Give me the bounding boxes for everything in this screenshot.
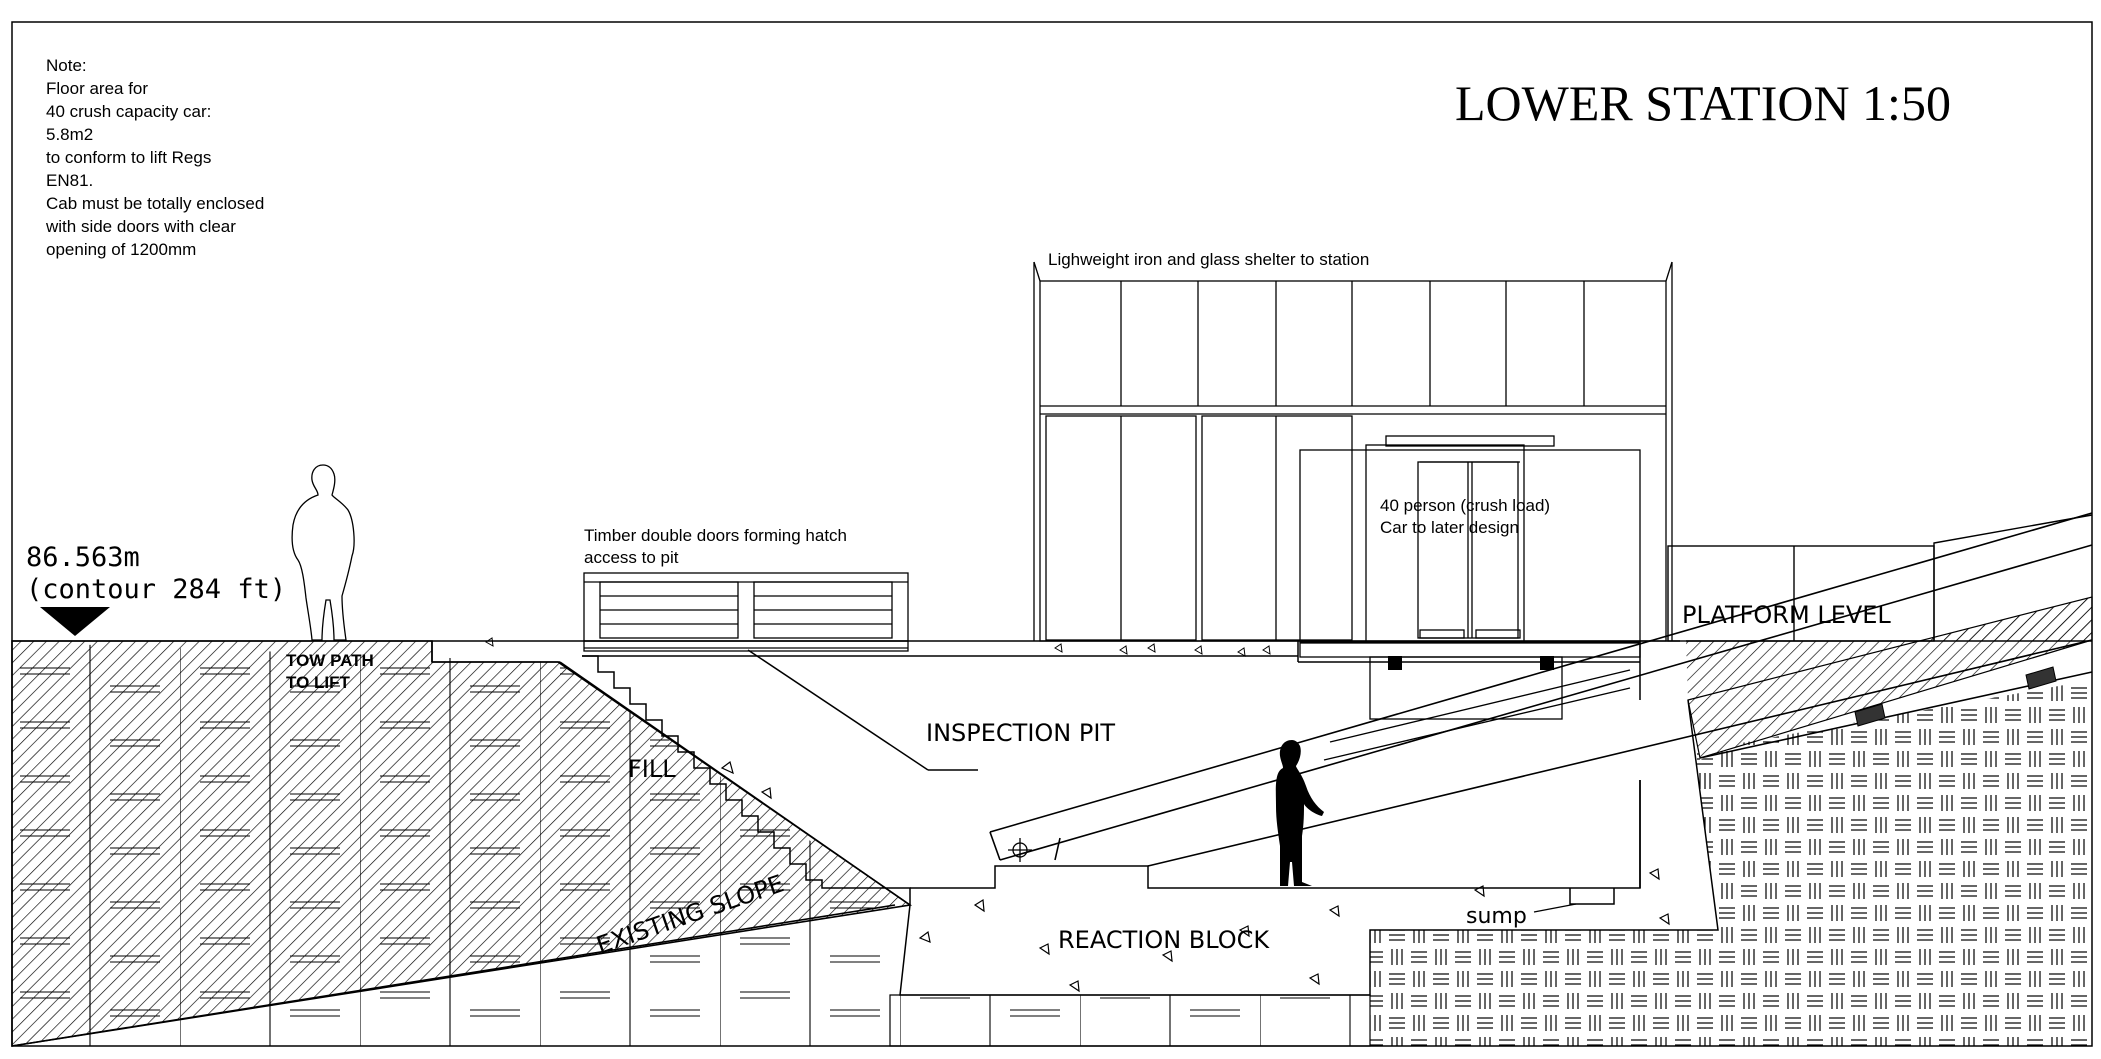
- note-line: Cab must be totally enclosed: [46, 194, 264, 213]
- note-line: EN81.: [46, 171, 93, 190]
- glass-shelter: [1033, 261, 1673, 642]
- ground-pattern-right: [1370, 680, 2092, 1046]
- pit-stairs: [559, 649, 978, 906]
- note-line: 40 crush capacity car:: [46, 102, 211, 121]
- note-line: Note:: [46, 56, 87, 75]
- level-marker-icon: [40, 607, 110, 636]
- sump-label: sump: [1466, 904, 1527, 929]
- shelter-label: Lighweight iron and glass shelter to sta…: [1048, 250, 1369, 269]
- level-height: 86.563m: [26, 542, 140, 573]
- note-block: Note: Floor area for 40 crush capacity c…: [45, 56, 264, 259]
- tow-path-label-1: TOW PATH: [286, 651, 374, 670]
- note-line: with side doors with clear: [45, 217, 236, 236]
- sump-leader: [1533, 903, 1577, 913]
- note-line: to conform to lift Regs: [46, 148, 211, 167]
- platform-level-label: PLATFORM LEVEL: [1682, 601, 1891, 629]
- tow-path-person: [291, 464, 355, 641]
- note-line: Floor area for: [46, 79, 148, 98]
- car-label-1: 40 person (crush load): [1380, 496, 1550, 515]
- car-label-2: Car to later design: [1380, 518, 1519, 537]
- hatch-label-2: access to pit: [584, 548, 679, 567]
- platform-hatch: [1686, 597, 2092, 700]
- timber-hatch: [583, 572, 909, 652]
- reaction-block-label: REACTION BLOCK: [1058, 926, 1270, 954]
- rail-blocks: [1854, 666, 2057, 727]
- inspection-pit-label: INSPECTION PIT: [926, 719, 1115, 747]
- concrete-aggregate: [720, 760, 1670, 993]
- car-wheels: [1388, 656, 1554, 670]
- tow-path-label-2: TO LIFT: [286, 673, 351, 692]
- note-line: opening of 1200mm: [46, 240, 196, 259]
- hatch-label-1: Timber double doors forming hatch: [584, 526, 847, 545]
- pulley-symbol: [1008, 838, 1032, 862]
- pit-person: [1275, 740, 1324, 886]
- fill-label: FILL: [628, 755, 676, 783]
- drawing-title: LOWER STATION 1:50: [1455, 75, 1951, 131]
- level-contour: (contour 284 ft): [26, 574, 286, 605]
- note-line: 5.8m2: [46, 125, 93, 144]
- slab-aggregate: [485, 637, 1271, 657]
- platform-structure: [1667, 514, 2093, 642]
- ground-pattern-bottom: [889, 994, 1371, 1047]
- lift-car: [1299, 435, 1641, 761]
